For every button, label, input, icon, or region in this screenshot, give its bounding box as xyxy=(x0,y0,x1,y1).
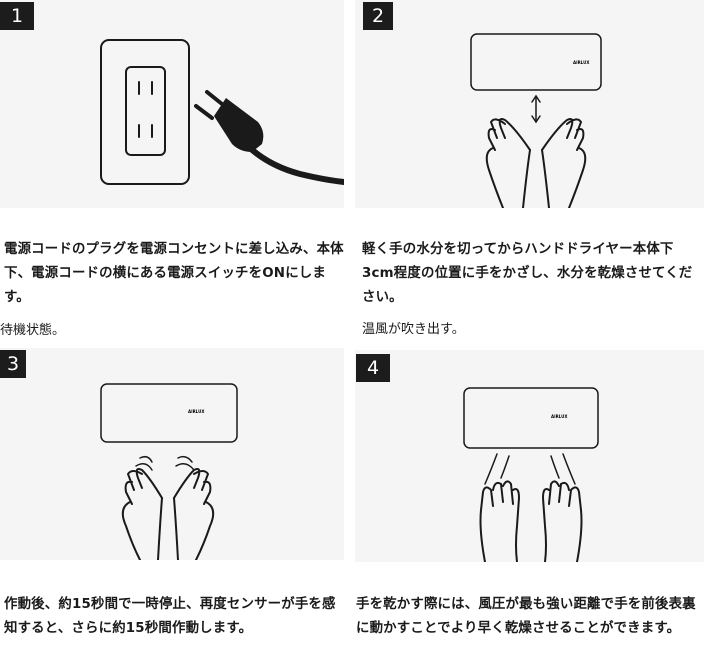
hand-dryer-warm-air-icon: AIRLUX xyxy=(100,383,238,560)
step-2-number: 2 xyxy=(363,2,393,30)
step-3-illustration: AIRLUX xyxy=(0,348,344,560)
step-3-text: 作動後、約15秒間で一時停止、再度センサーが手を感知すると、さらに約15秒間作動… xyxy=(4,597,336,636)
step-4-text: 手を乾かす際には、風圧が最も強い距離で手を前後表裏に動かすことでより早く乾燥させ… xyxy=(356,597,696,636)
step-1-illustration xyxy=(0,0,344,208)
step-1-number: 1 xyxy=(0,2,34,30)
step-3-number: 3 xyxy=(0,350,26,378)
device-logo: AIRLUX xyxy=(573,60,589,65)
outlet-plug-icon xyxy=(100,39,344,185)
hand-dryer-hands-icon: AIRLUX xyxy=(470,33,602,208)
step-2-text: 軽く手の水分を切ってからハンドドライヤー本体下3cm程度の位置に手をかざし、水分… xyxy=(362,242,693,305)
step-1-text: 電源コードのプラグを電源コンセントに差し込み、本体下、電源コードの横にある電源ス… xyxy=(4,242,344,305)
device-logo: AIRLUX xyxy=(551,414,567,419)
hand-dryer-back-and-forth-icon: AIRLUX xyxy=(463,387,599,562)
step-4-number: 4 xyxy=(356,354,390,382)
device-logo: AIRLUX xyxy=(188,409,204,414)
step-4-illustration: AIRLUX xyxy=(355,350,704,562)
step-2-note: 温風が吹き出す。 xyxy=(362,322,465,337)
step-2-illustration: AIRLUX xyxy=(355,0,704,208)
step-1-note: 待機状態。 xyxy=(0,323,66,338)
